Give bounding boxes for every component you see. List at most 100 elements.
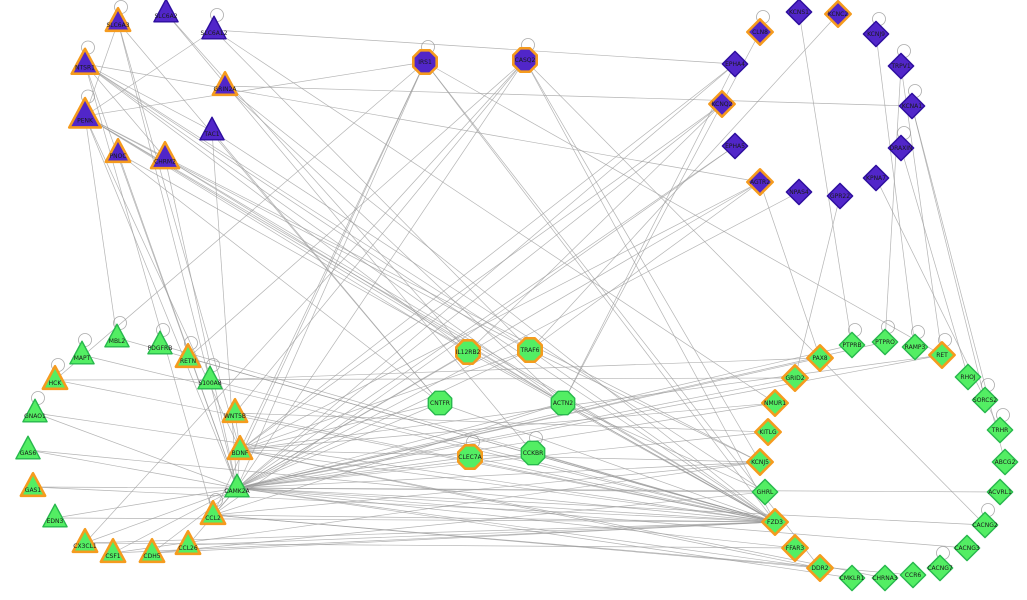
node-CLEC7A[interactable] [456, 443, 484, 471]
node-CCR6[interactable] [899, 561, 927, 589]
edge-CAMK2A-CDH5[interactable] [151, 487, 238, 554]
node-CLN8[interactable] [746, 18, 774, 46]
edge-TRAF6-KCNJ5[interactable] [529, 349, 761, 463]
edge-FZD3-HCK[interactable] [54, 379, 776, 523]
edge-ACTN2-FZD3[interactable] [562, 402, 776, 523]
node-CHRM2[interactable] [149, 140, 181, 170]
node-CAMK2A[interactable] [224, 473, 250, 498]
node-GPR22[interactable] [826, 182, 854, 210]
edge-SLC6A2-IL12RB2[interactable] [165, 12, 469, 353]
node-HCK[interactable] [41, 364, 69, 391]
edge-ACTN2-CCL2[interactable] [212, 402, 564, 516]
edge-TRAF6-BDNF[interactable] [239, 349, 531, 451]
edge-KCNC2-TRAF6[interactable] [529, 13, 839, 351]
edge-CAMK2A-NMUR1[interactable] [236, 402, 776, 489]
node-KITLG[interactable] [754, 418, 782, 446]
node-TRAF6[interactable] [516, 336, 544, 364]
edge-CAMK2A-GRID2[interactable] [236, 377, 796, 489]
edge-FZD3-CDH5[interactable] [151, 521, 776, 554]
edge-PENK-MBL2[interactable] [84, 115, 118, 339]
edge-CASQ2-CACNG2[interactable] [524, 59, 986, 526]
edge-GRIN2A-ACTN2[interactable] [224, 85, 564, 404]
edge-BDNF-CHRNA3[interactable] [239, 449, 886, 579]
node-MAPT[interactable] [69, 340, 95, 365]
edge-KCNJ9-RAMP3[interactable] [875, 33, 916, 348]
edge-CASQ2-FZD3[interactable] [524, 59, 776, 523]
node-CCKBR[interactable] [520, 440, 546, 466]
edge-NPAS4-CAMK2A[interactable] [236, 191, 800, 489]
node-SORCS2[interactable] [971, 386, 999, 414]
edge-EPHA4-BDNF[interactable] [239, 63, 736, 451]
edge-BDNF-NMUR1[interactable] [239, 402, 776, 451]
node-EPHA5[interactable] [721, 132, 749, 160]
node-GAS6[interactable] [15, 435, 41, 460]
edge-KCNA1-SORCS2[interactable] [911, 105, 986, 401]
edge-WNT5B-KITLG[interactable] [234, 412, 769, 433]
node-MBL2[interactable] [104, 323, 130, 348]
node-CCL2[interactable] [199, 499, 227, 526]
node-RET[interactable] [928, 341, 956, 369]
edge-NTSR1-CHRM2[interactable] [84, 63, 166, 159]
node-GRID2[interactable] [781, 364, 809, 392]
edge-AGTR2-BDNF[interactable] [239, 181, 761, 451]
edge-CNTFR-CAMK2A[interactable] [236, 402, 441, 489]
edge-CLN8-ACTN2[interactable] [562, 31, 761, 404]
edge-PNOC-CAMK2A[interactable] [117, 152, 238, 489]
node-KCNJ5[interactable] [746, 448, 774, 476]
edge-CAMK2A-CSF1[interactable] [112, 487, 238, 554]
edge-TRPV1-PTPRO[interactable] [884, 65, 902, 343]
node-GAS1[interactable] [19, 471, 47, 498]
edge-IRS1-FZD3[interactable] [424, 61, 776, 523]
edge-IRS1-CAMK2A[interactable] [236, 61, 426, 489]
edge-IRS1-CCL2[interactable] [212, 61, 426, 516]
edge-PENK-IL12RB2[interactable] [84, 115, 469, 353]
edge-KCNS1-PTPRB[interactable] [798, 11, 853, 346]
edge-EPHA5-CCL2[interactable] [212, 145, 736, 516]
edge-FZD3-RETN[interactable] [187, 357, 776, 523]
edge-GRIN2A-FZD3[interactable] [224, 85, 776, 523]
edge-CAMK2A-CX3CL1[interactable] [84, 487, 238, 544]
node-KCNC2[interactable] [824, 0, 852, 28]
edge-CLEC7A-FZD3[interactable] [469, 456, 776, 523]
edge-GPR22-GRID2[interactable] [794, 195, 841, 379]
edge-NTSR1-CCL2[interactable] [84, 63, 214, 516]
node-CACNG3[interactable] [953, 534, 981, 562]
node-CASQ2[interactable] [511, 46, 539, 73]
node-SLC6A3[interactable] [104, 6, 132, 33]
edge-PNOC-CNTFR[interactable] [117, 152, 441, 404]
edge-SLC6A12-TRAF6[interactable] [213, 29, 531, 351]
edge-CX3CL1-FFAR3[interactable] [84, 542, 796, 549]
node-KPNA7[interactable] [862, 164, 890, 192]
edge-SLC6A3-BDNF[interactable] [117, 21, 241, 451]
edge-AGTR2-TRAF6[interactable] [529, 181, 761, 351]
edge-CAMK2A-GNAO1[interactable] [34, 412, 238, 489]
edge-FZD3-WNT5B[interactable] [234, 412, 776, 523]
edge-FZD3-GAS6[interactable] [27, 449, 776, 523]
edge-CAMK2A-ACVRL1[interactable] [236, 487, 1001, 493]
edge-CSF1-KCNJ5[interactable] [112, 461, 761, 554]
edge-BDNF-FZD3[interactable] [239, 449, 776, 523]
node-RETN[interactable] [174, 342, 202, 369]
node-GNAO1[interactable] [22, 398, 48, 423]
node-CX3CL1[interactable] [71, 527, 99, 554]
node-PDGFRB[interactable] [147, 330, 173, 355]
edge-CAMK2A-PAX8[interactable] [236, 357, 821, 489]
edge-FZD3-CCL2[interactable] [212, 514, 776, 523]
edge-NTSR1-TAC1[interactable] [84, 63, 213, 132]
edge-CASQ2-RETN[interactable] [187, 59, 526, 359]
node-NMUR1[interactable] [761, 389, 789, 417]
edge-PENK-SLC6A3[interactable] [84, 21, 119, 117]
edge-IRS1-BDNF[interactable] [239, 61, 426, 451]
edge-KCNQ2-BDNF[interactable] [239, 103, 723, 451]
edge-FZD3-GAS1[interactable] [32, 486, 776, 523]
edge-CCL2-CCR6[interactable] [212, 514, 914, 576]
edge-CAMK2A-FFAR3[interactable] [236, 487, 796, 549]
edge-SLC6A3-CAMK2A[interactable] [117, 21, 238, 489]
node-TRPV1[interactable] [887, 52, 915, 80]
edge-FZD3-MAPT[interactable] [81, 354, 776, 523]
edge-EPHA4-CAMK2A[interactable] [236, 63, 736, 489]
node-TRHR[interactable] [986, 416, 1014, 444]
node-SLC6A2[interactable] [153, 0, 179, 23]
node-ABCG2[interactable] [991, 448, 1019, 476]
edge-PENK-BDNF[interactable] [84, 115, 241, 451]
